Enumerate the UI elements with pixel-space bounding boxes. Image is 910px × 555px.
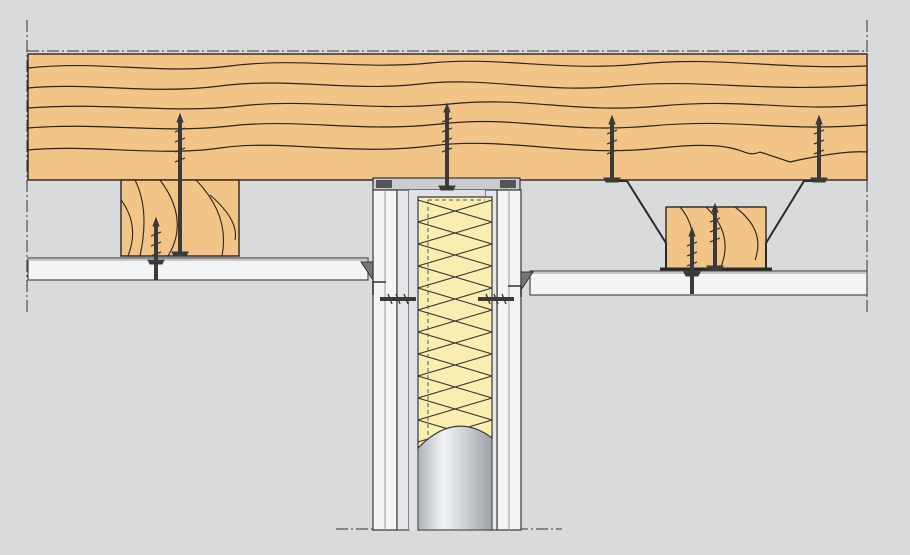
screw (438, 102, 456, 191)
screw (810, 114, 828, 183)
screw (706, 202, 724, 271)
wood-grain (27, 60, 868, 163)
mineral-wool-insulation (417, 196, 493, 450)
screw (683, 226, 701, 294)
screws (147, 102, 828, 305)
partition-wall (360, 177, 534, 531)
ceiling-board-left (27, 257, 369, 281)
screw (147, 216, 165, 280)
screw (603, 114, 621, 183)
screw (380, 293, 416, 305)
screw (171, 112, 189, 257)
screw (478, 293, 514, 305)
service-pipe (417, 423, 493, 531)
